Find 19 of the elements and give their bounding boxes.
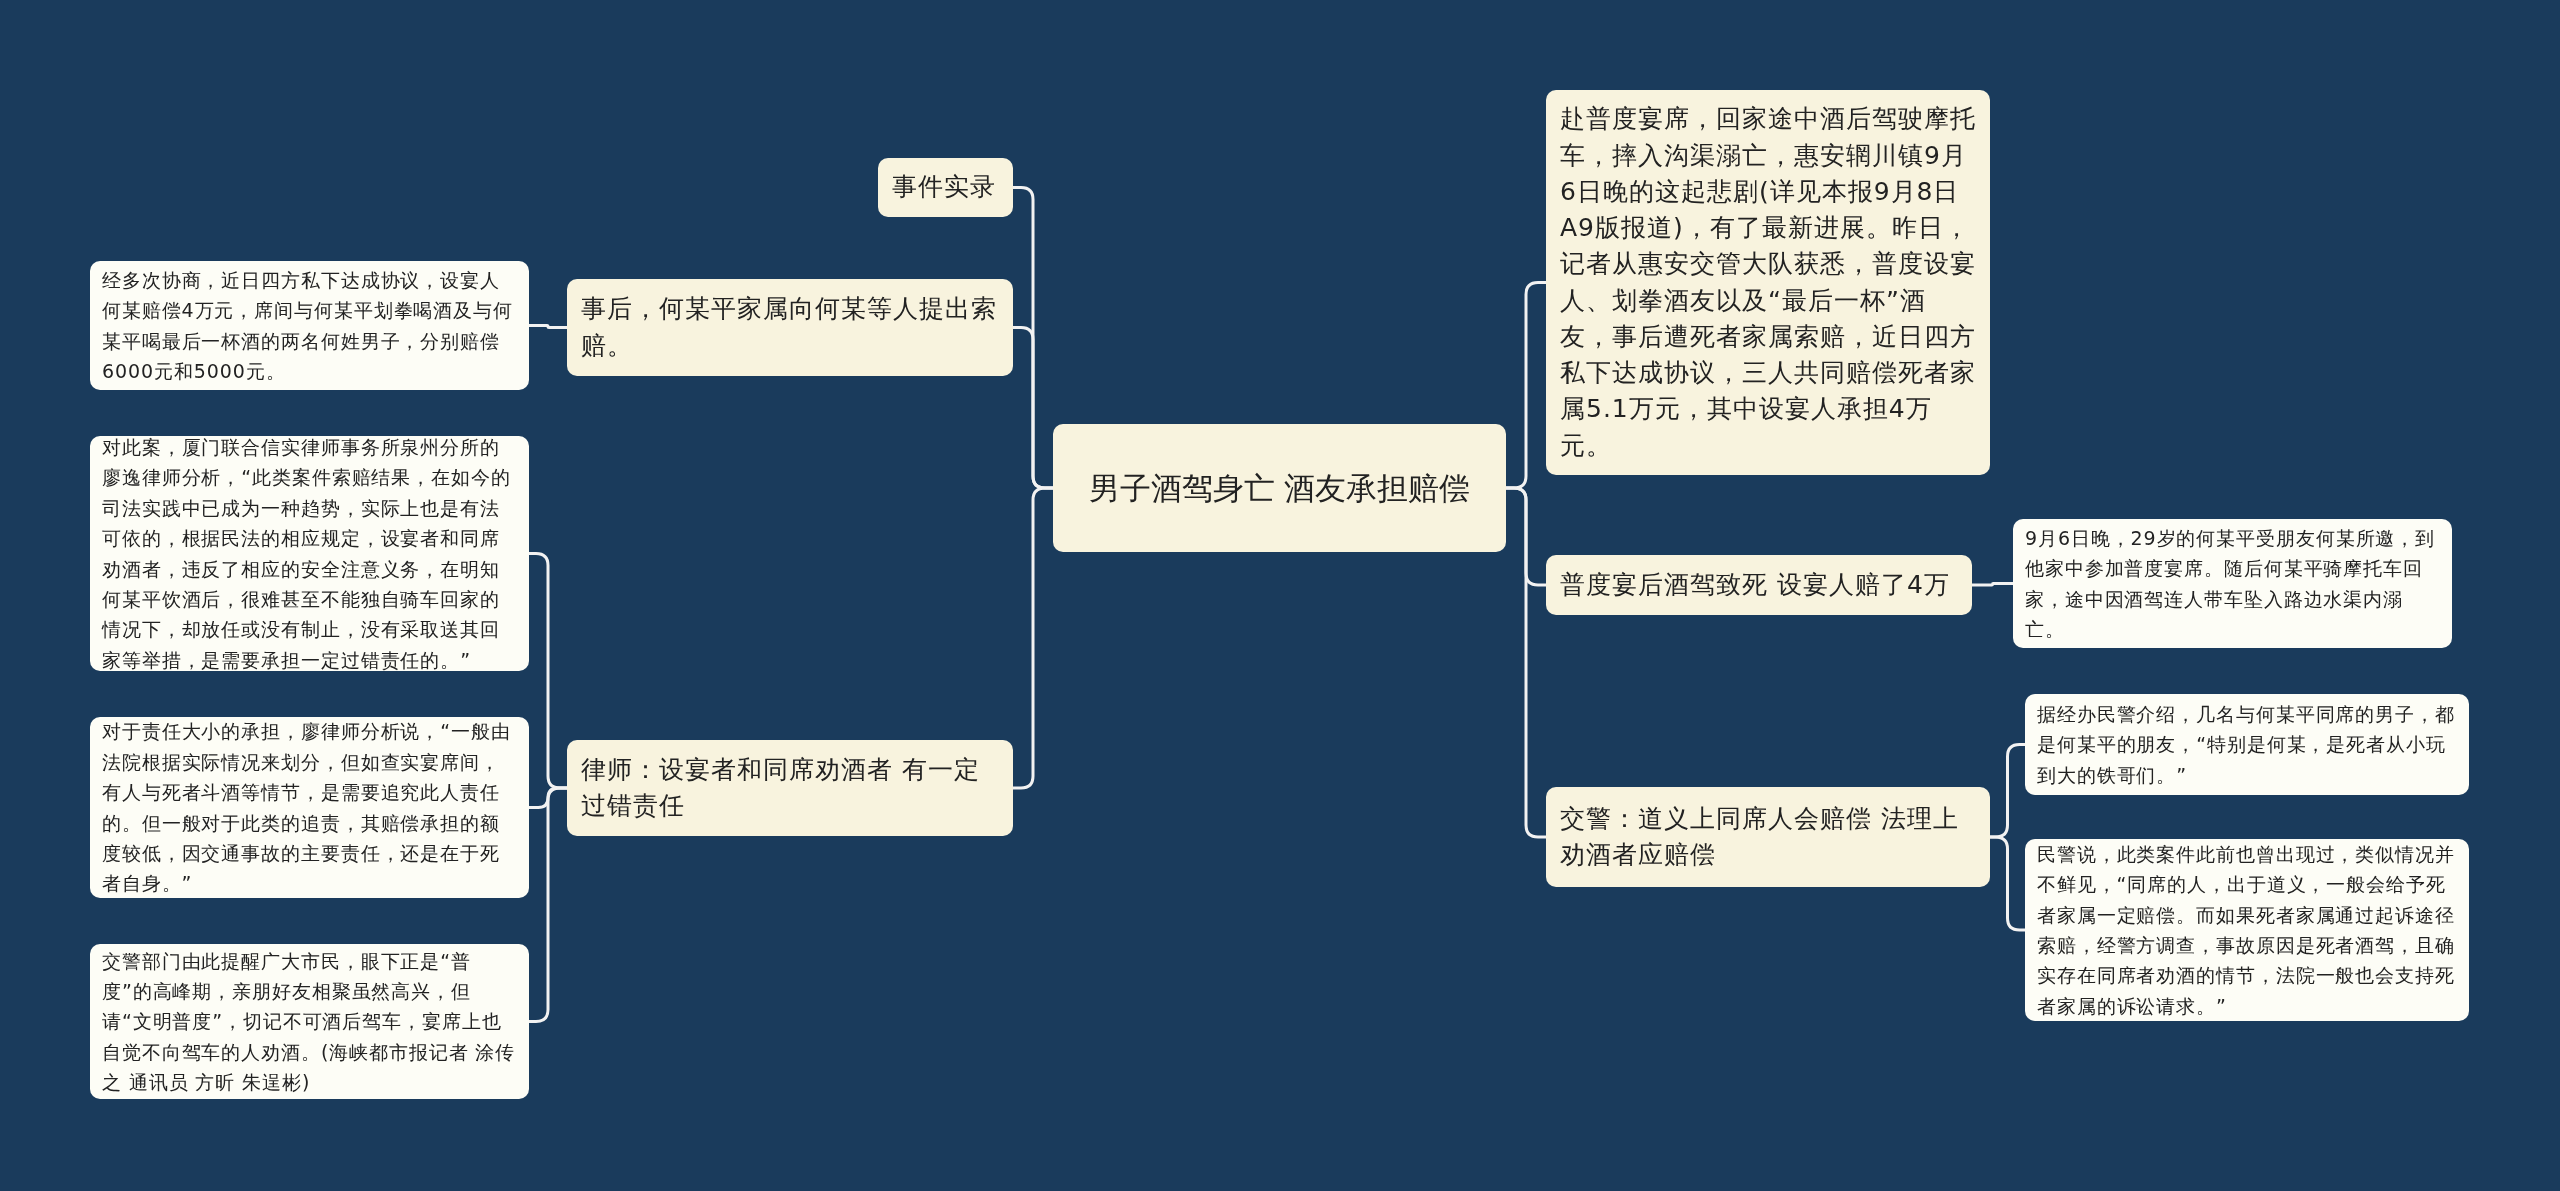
topic-box: 普度宴后酒驾致死 设宴人赔了4万 [1546,555,1972,615]
note-box: 据经办民警介绍，几名与何某平同席的男子，都是何某平的朋友，“特别是何某，是死者从小玩到大的铁哥们。” [2025,694,2469,795]
connector-line [1013,486,1053,790]
topic-box: 交警：道义上同席人会赔偿 法理上劝酒者应赔偿 [1546,787,1990,887]
note-box: 9月6日晚，29岁的何某平受朋友何某所邀，到他家中参加普度宴席。随后何某平骑摩托车回家，途中因酒驾连人带车坠入路边水渠内溺亡。 [2013,519,2452,648]
note-box: 交警部门由此提醒广大市民，眼下正是“普度”的高峰期，亲朋好友相聚虽然高兴，但请“文明普度”，切记不可酒后驾车，宴席上也自觉不向驾车的人劝酒。(海峡都市报记者 涂传之 通讯员 方昕 朱逞彬) [90,944,529,1099]
note-box: 对此案，厦门联合信实律师事务所泉州分所的廖逸律师分析，“此类案件索赔结果，在如今的司法实践中已成为一种趋势，实际上也是有法可依的，根据民法的相应规定，设宴者和同席劝酒者，违反了相应的安全注意义务，在明知何某平饮酒后，很难甚至不能独自骑车回家的情况下，却放任或没有制止，没有采取送其回家等举措，是需要承担一定过错责任的。” [90,436,529,671]
topic-box: 事后，何某平家属向何某等人提出索赔。 [567,279,1013,376]
note-box: 对于责任大小的承担，廖律师分析说，“一般由法院根据实际情况来划分，但如查实宴席间，有人与死者斗酒等情节，是需要追究此人责任的。但一般对于此类的追责，其赔偿承担的额度较低，因交通事故的主要责任，还是在于死者自身。” [90,717,529,898]
note-box: 民警说，此类案件此前也曾出现过，类似情况并不鲜见，“同席的人，出于道义，一般会给予死者家属一定赔偿。而如果死者家属通过起诉途径索赔，经警方调查，事故原因是死者酒驾，且确实存在同席者劝酒的情节，法院一般也会支持死者家属的诉讼请求。” [2025,839,2469,1021]
topic-box: 赴普度宴席，回家途中酒后驾驶摩托车，摔入沟渠溺亡，惠安辋川镇9月6日晚的这起悲剧(详见本报9月8日A9版报道)，有了最新进展。昨日，记者从惠安交管大队获悉，普度设宴人、划拳酒友以及“最后一杯”酒友，事后遭死者家属索赔，近日四方私下达成协议，三人共同赔偿死者家属5.1万元，其中设宴人承担4万元。 [1546,90,1990,475]
note-box: 经多次协商，近日四方私下达成协议，设宴人何某赔偿4万元，席间与何某平划拳喝酒及与何某平喝最后一杯酒的两名何姓男子，分别赔偿6000元和5000元。 [90,261,529,390]
connector-line [529,324,567,329]
connector-line [1506,486,1546,839]
topic-box: 律师：设宴者和同席劝酒者 有一定过错责任 [567,740,1013,836]
topic-box: 事件实录 [878,158,1013,217]
connector-line [1972,582,2013,587]
connector-line [529,786,567,1023]
central-topic-box: 男子酒驾身亡 酒友承担赔偿 [1053,424,1506,552]
